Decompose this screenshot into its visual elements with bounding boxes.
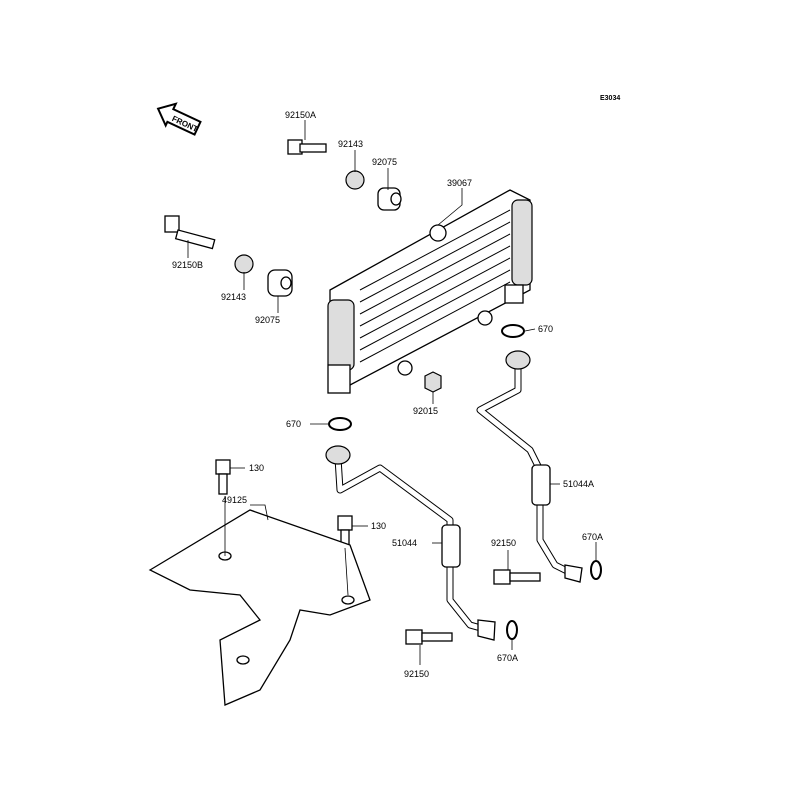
bolt-130-left[interactable]: [215, 459, 231, 495]
front-arrow-icon: FRONT: [156, 102, 202, 136]
label-49125: 49125: [222, 495, 247, 505]
o-ring-670-right[interactable]: [501, 324, 525, 338]
oil-cooler[interactable]: [327, 189, 533, 394]
label-670-right: 670: [538, 324, 553, 334]
grommet-92075-top[interactable]: [377, 187, 402, 211]
label-92075-left: 92075: [255, 315, 280, 325]
label-92015: 92015: [413, 406, 438, 416]
label-92075-top: 92075: [372, 157, 397, 167]
bolt-92150-bottom[interactable]: [405, 629, 453, 645]
bolt-92150B[interactable]: [164, 215, 216, 250]
label-670-left: 670: [286, 419, 301, 429]
o-ring-670A-right[interactable]: [590, 560, 602, 580]
bolt-130-right[interactable]: [337, 515, 353, 549]
guard-49125[interactable]: [148, 509, 371, 706]
label-92150B: 92150B: [172, 260, 203, 270]
part-labels: 92150A 92143 92075 39067 92150B 92143 92…: [172, 110, 603, 679]
o-ring-670-left[interactable]: [328, 417, 352, 431]
o-ring-670A-bottom[interactable]: [506, 620, 518, 640]
bolt-92150A[interactable]: [287, 139, 327, 155]
label-92143-top: 92143: [338, 139, 363, 149]
grommet-92075-left[interactable]: [267, 269, 293, 297]
label-130-left: 130: [249, 463, 264, 473]
oil-pipe-51044[interactable]: [325, 445, 496, 641]
label-670A-right: 670A: [582, 532, 603, 542]
nut-92015[interactable]: [424, 371, 442, 393]
leader-lines: [187, 120, 597, 665]
label-51044A: 51044A: [563, 479, 594, 489]
label-51044: 51044: [392, 538, 417, 548]
oil-pipe-51044A[interactable]: [476, 350, 583, 583]
label-92150A: 92150A: [285, 110, 316, 120]
label-670A-bottom: 670A: [497, 653, 518, 663]
label-92143-left: 92143: [221, 292, 246, 302]
label-39067: 39067: [447, 178, 472, 188]
bolt-92150-right[interactable]: [493, 569, 541, 585]
label-130-right: 130: [371, 521, 386, 531]
collar-92143-left[interactable]: [234, 254, 254, 274]
label-92150-bottom: 92150: [404, 669, 429, 679]
collar-92143-top[interactable]: [345, 170, 365, 190]
label-92150-right: 92150: [491, 538, 516, 548]
diagram-code: E3034: [600, 95, 620, 102]
